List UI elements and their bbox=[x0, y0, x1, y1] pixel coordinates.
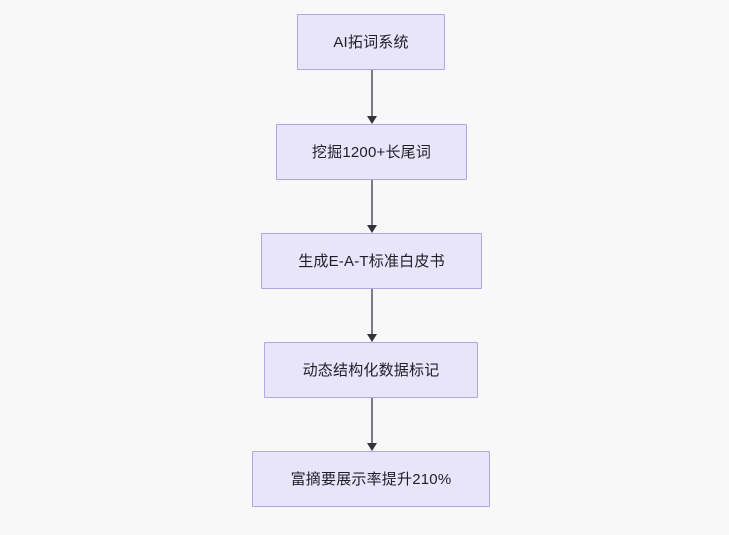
flow-connector bbox=[367, 180, 377, 233]
connector-line bbox=[371, 289, 373, 336]
flow-node-label: AI拓词系统 bbox=[333, 33, 409, 51]
flow-connector bbox=[367, 398, 377, 451]
flow-node-n4[interactable]: 动态结构化数据标记 bbox=[264, 342, 478, 398]
connector-line bbox=[371, 398, 373, 445]
flow-node-n1[interactable]: AI拓词系统 bbox=[297, 14, 445, 70]
flow-node-n3[interactable]: 生成E-A-T标准白皮书 bbox=[261, 233, 482, 289]
arrow-down-icon bbox=[367, 334, 377, 342]
flow-node-label: 富摘要展示率提升210% bbox=[290, 470, 452, 488]
arrow-down-icon bbox=[367, 225, 377, 233]
flow-connector bbox=[367, 289, 377, 342]
flow-node-label: 生成E-A-T标准白皮书 bbox=[298, 252, 445, 270]
flow-node-label: 挖掘1200+长尾词 bbox=[311, 143, 432, 161]
flow-connector bbox=[367, 70, 377, 124]
flow-node-n5[interactable]: 富摘要展示率提升210% bbox=[252, 451, 490, 507]
flow-node-n2[interactable]: 挖掘1200+长尾词 bbox=[276, 124, 467, 180]
connector-line bbox=[371, 70, 373, 118]
arrow-down-icon bbox=[367, 443, 377, 451]
connector-line bbox=[371, 180, 373, 227]
flow-node-label: 动态结构化数据标记 bbox=[302, 361, 440, 379]
arrow-down-icon bbox=[367, 116, 377, 124]
